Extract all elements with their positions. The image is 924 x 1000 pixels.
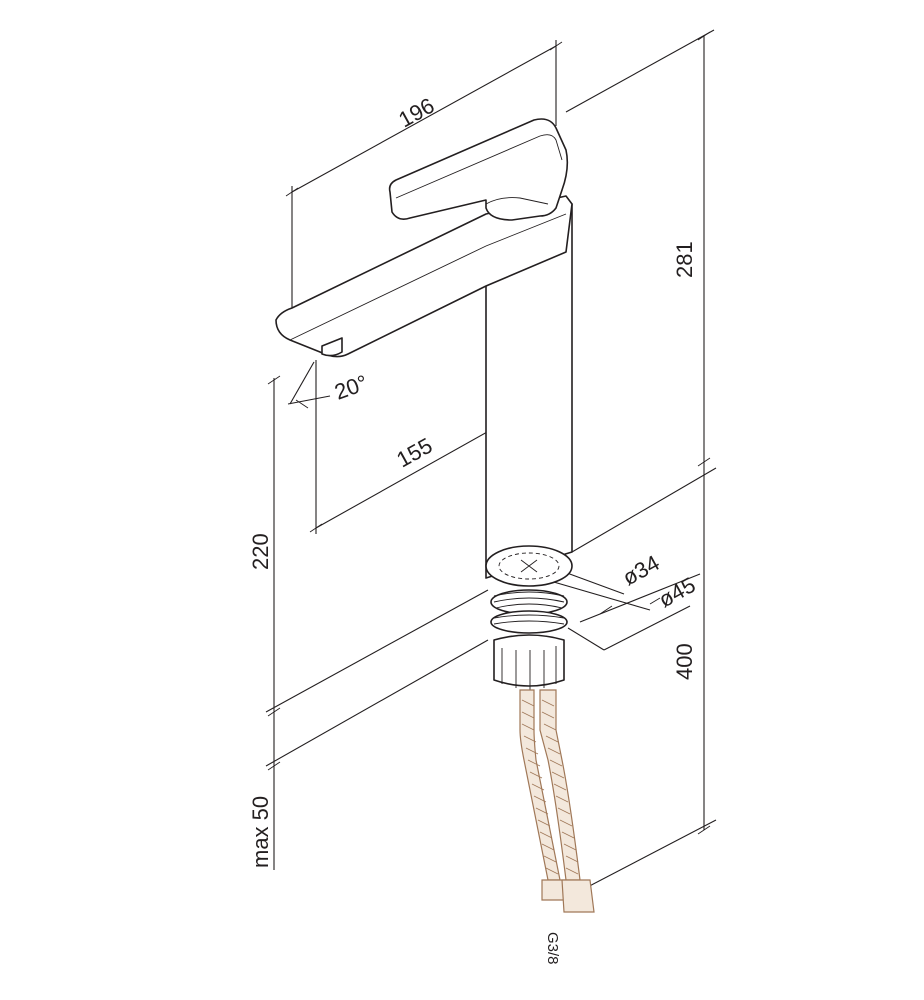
label-countertop-max: max 50 [248,796,273,868]
label-height-total: 281 [672,241,697,278]
label-reach-total: 196 [394,93,438,133]
mounting-hardware [490,589,568,690]
label-diameter-large: ø45 [654,572,699,612]
label-spout-angle: 20° [331,370,371,405]
label-spout-reach: 155 [392,433,436,473]
label-diameter-small: ø34 [618,550,663,590]
flexible-hoses [519,689,595,913]
label-connection-thread: G3/8 [544,932,561,965]
faucet-body [275,118,573,587]
label-hose-length: 400 [672,643,697,680]
label-spout-height: 220 [248,533,273,570]
